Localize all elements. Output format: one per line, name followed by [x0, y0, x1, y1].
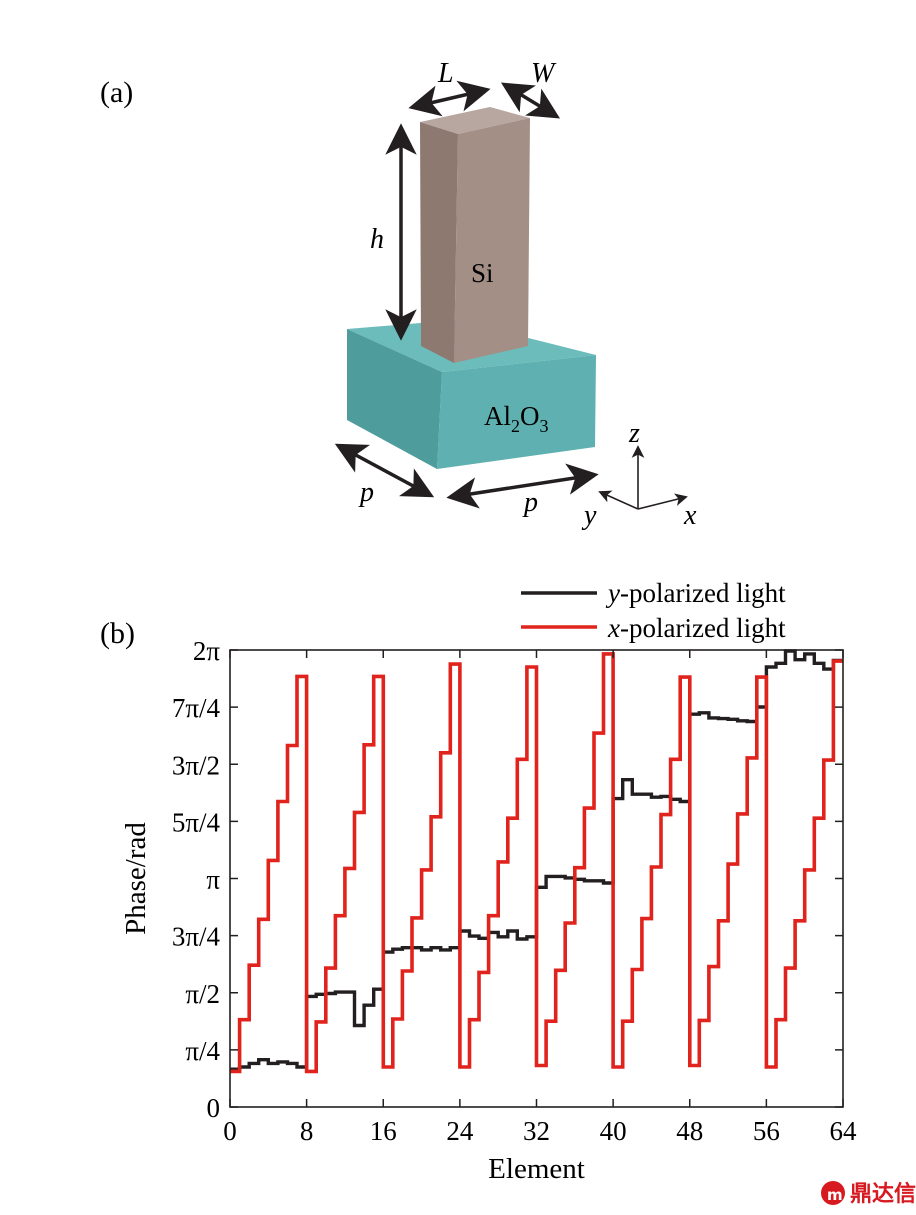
dim-p-left-arrow	[334, 443, 435, 498]
x-tick-label: 56	[753, 1116, 780, 1146]
dim-p-right-label: p	[522, 487, 538, 518]
panel-a: (a) Si Al2O3 L W h p p z	[100, 58, 697, 531]
y-tick-label: 3π/4	[172, 922, 221, 952]
x-axis-title: Element	[488, 1153, 585, 1185]
y-axis-title: Phase/rad	[120, 822, 152, 935]
phase-chart: 0 8 16 24 32 40 48 56 64 0 π/4 π/2 3π/4 π 5π/4 3π/2 7π/4…	[120, 636, 857, 1185]
z-axis-label: z	[628, 418, 640, 449]
substrate-front-face	[437, 355, 596, 469]
panel-a-label: (a)	[100, 76, 133, 109]
x-tick-label: 48	[676, 1116, 703, 1146]
x-tick-label: 16	[370, 1116, 397, 1146]
series-line-x-polarized	[230, 652, 843, 1074]
watermark-icon	[821, 1181, 845, 1205]
legend-label-x: x-polarized light	[607, 613, 786, 643]
y-tick-label: 2π	[193, 636, 221, 666]
x-tick-label: 8	[300, 1116, 314, 1146]
dim-W-label: W	[531, 58, 557, 89]
panel-b: (b) y-polarized light x-polarized light …	[100, 578, 857, 1185]
substrate-material-label: Al2O3	[484, 401, 549, 436]
dim-p-right-arrow	[446, 463, 599, 509]
dim-L-label: L	[437, 58, 454, 89]
coordinate-axes: z x y	[581, 418, 697, 531]
substrate-side-face	[347, 329, 442, 469]
y-tick-label: 5π/4	[172, 807, 221, 837]
y-tick-label: 7π/4	[172, 693, 221, 723]
x-axis-arrow	[637, 493, 688, 510]
dim-W-arrow	[500, 82, 561, 119]
y-tick-label: 3π/2	[172, 750, 220, 780]
panel-b-label: (b)	[100, 617, 135, 650]
watermark-text: 鼎达信	[850, 1181, 916, 1207]
watermark-logo: m 鼎达信	[821, 1181, 916, 1207]
pillar-material-label: Si	[471, 258, 494, 288]
x-tick-label: 0	[223, 1116, 237, 1146]
x-axis-label: x	[683, 500, 697, 531]
x-tick-label: 24	[446, 1116, 474, 1146]
chart-legend: y-polarized light x-polarized light	[521, 578, 786, 643]
dim-p-left-label: p	[358, 477, 374, 508]
silicon-pillar	[420, 107, 530, 363]
x-tick-label: 64	[830, 1116, 858, 1146]
y-tick-label: π/4	[185, 1036, 220, 1066]
dim-h-label: h	[370, 224, 384, 255]
x-tick-label: 32	[523, 1116, 550, 1146]
y-tick-label: π/2	[185, 979, 220, 1009]
svg-text:m: m	[827, 1186, 843, 1204]
dim-L-arrow	[408, 80, 491, 117]
y-axis-label: y	[581, 500, 597, 531]
pillar-side-face	[420, 122, 458, 363]
legend-label-y: y-polarized light	[605, 578, 786, 608]
y-tick-label: π	[206, 865, 220, 895]
y-axis-arrow	[598, 490, 639, 510]
y-tick-label: 0	[207, 1093, 221, 1123]
x-tick-label: 40	[600, 1116, 627, 1146]
pillar-front-face	[454, 118, 530, 363]
